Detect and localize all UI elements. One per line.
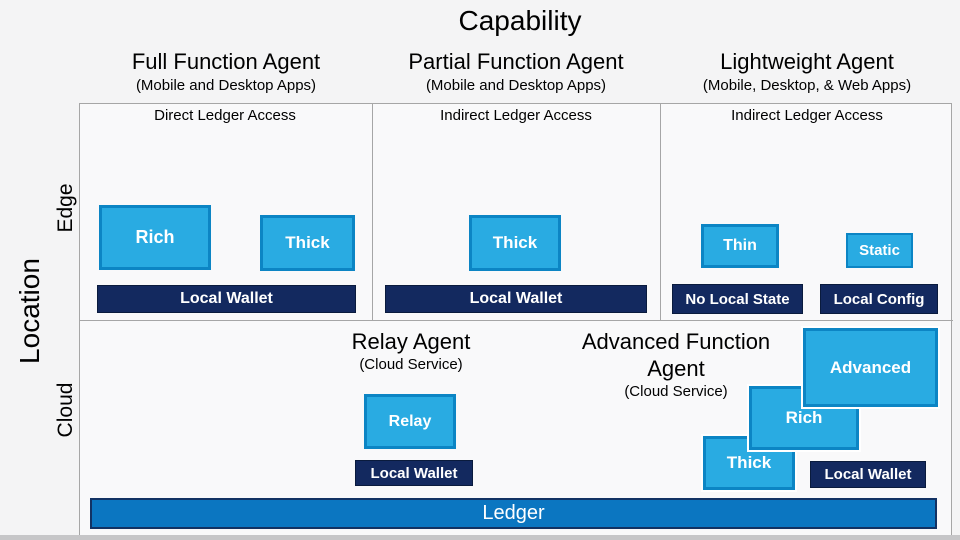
advanced-agent-subtitle: (Cloud Service) <box>624 383 728 400</box>
bottom-strip <box>0 535 960 540</box>
edge-partial-thick-box: Thick <box>469 215 561 271</box>
ledger-bar: Ledger <box>90 498 937 529</box>
edge-partial-local-wallet-bar: Local Wallet <box>385 285 647 313</box>
advanced-local-wallet-bar: Local Wallet <box>810 461 926 488</box>
column-title: Lightweight Agent <box>720 49 894 74</box>
column-header-lightweight-agent: Lightweight Agent (Mobile, Desktop, & We… <box>647 47 960 95</box>
column-header-full-function-agent: Full Function Agent (Mobile and Desktop … <box>66 47 386 95</box>
edge-thin-box: Thin <box>701 224 779 268</box>
advanced-agent-title: Advanced Function Agent <box>581 329 771 381</box>
relay-agent-title: Relay Agent <box>351 329 471 354</box>
edge-static-box: Static <box>846 233 913 268</box>
column-title: Full Function Agent <box>131 49 321 74</box>
cloud-relay-box: Relay <box>364 394 456 449</box>
access-label-indirect: Indirect Ledger Access <box>440 107 592 124</box>
edge-thick-box: Thick <box>260 215 355 271</box>
column-title: Partial Function Agent <box>408 49 624 74</box>
column-subtitle: (Mobile, Desktop, & Web Apps) <box>702 77 912 94</box>
column-subtitle: (Mobile and Desktop Apps) <box>425 77 607 94</box>
cloud-advanced-box: Advanced <box>803 328 938 407</box>
advanced-function-agent-header: Advanced Function Agent (Cloud Service) <box>566 328 786 401</box>
location-axis-title: Location <box>14 258 45 364</box>
column-divider <box>660 103 661 320</box>
access-label-indirect: Indirect Ledger Access <box>731 107 883 124</box>
relay-local-wallet-bar: Local Wallet <box>355 460 473 486</box>
relay-agent-subtitle: (Cloud Service) <box>359 356 463 373</box>
capability-axis-title: Capability <box>458 5 582 36</box>
access-label-direct: Direct Ledger Access <box>154 107 296 124</box>
row-label-cloud: Cloud <box>54 382 77 438</box>
no-local-state-bar: No Local State <box>672 284 803 314</box>
column-header-partial-function-agent: Partial Function Agent (Mobile and Deskt… <box>356 47 676 95</box>
column-divider <box>372 103 373 320</box>
relay-agent-header: Relay Agent (Cloud Service) <box>311 328 511 374</box>
row-label-edge: Edge <box>54 183 77 233</box>
edge-full-local-wallet-bar: Local Wallet <box>97 285 356 313</box>
row-divider <box>79 320 953 321</box>
edge-rich-box: Rich <box>99 205 211 270</box>
column-subtitle: (Mobile and Desktop Apps) <box>135 77 317 94</box>
local-config-bar: Local Config <box>820 284 938 314</box>
